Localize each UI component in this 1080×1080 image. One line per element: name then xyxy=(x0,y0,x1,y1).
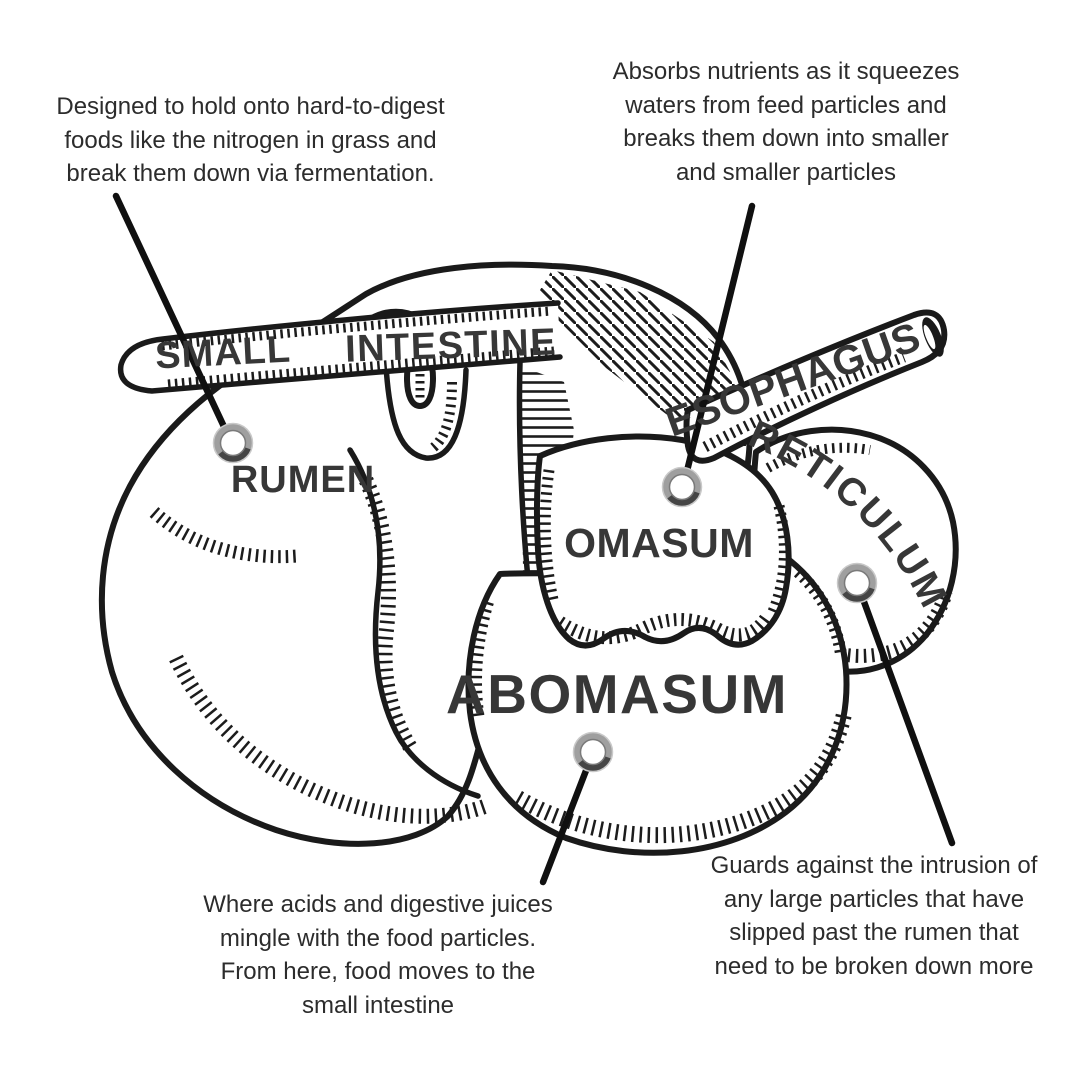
leader-line-rumen xyxy=(112,192,230,435)
small-intestine-shape xyxy=(117,300,563,394)
rumen-marker-ring xyxy=(212,422,254,464)
label-small: SMALL xyxy=(154,328,292,377)
label-omasum: OMASUM xyxy=(564,520,754,566)
omasum-marker-ring xyxy=(661,466,703,508)
omasum-annotation: Absorbs nutrients as it squeezes waters … xyxy=(612,58,960,186)
rumen-annotation: Designed to hold onto hard-to-digest foo… xyxy=(56,93,445,187)
omasum-shape xyxy=(533,433,792,649)
label-intestine: INTESTINE xyxy=(344,321,557,370)
reticulum-marker-ring xyxy=(836,562,878,604)
leader-line-omasum xyxy=(683,202,756,475)
leader-line-reticulum xyxy=(859,595,956,847)
abomasum-marker-ring xyxy=(572,731,614,773)
abomasum-annotation: Where acids and digestive juices mingle … xyxy=(203,891,553,1019)
leader-lines xyxy=(112,192,956,886)
rumen-shape xyxy=(98,261,753,847)
label-rumen: RUMEN xyxy=(231,459,375,501)
label-abomasum: ABOMASUM xyxy=(446,663,788,725)
esophagus-opening-highlight xyxy=(923,324,936,350)
reticulum-annotation: Guards against the intrusion of any larg… xyxy=(710,852,1038,980)
leader-line-abomasum xyxy=(539,764,591,886)
dorsal-hatching xyxy=(540,270,746,446)
